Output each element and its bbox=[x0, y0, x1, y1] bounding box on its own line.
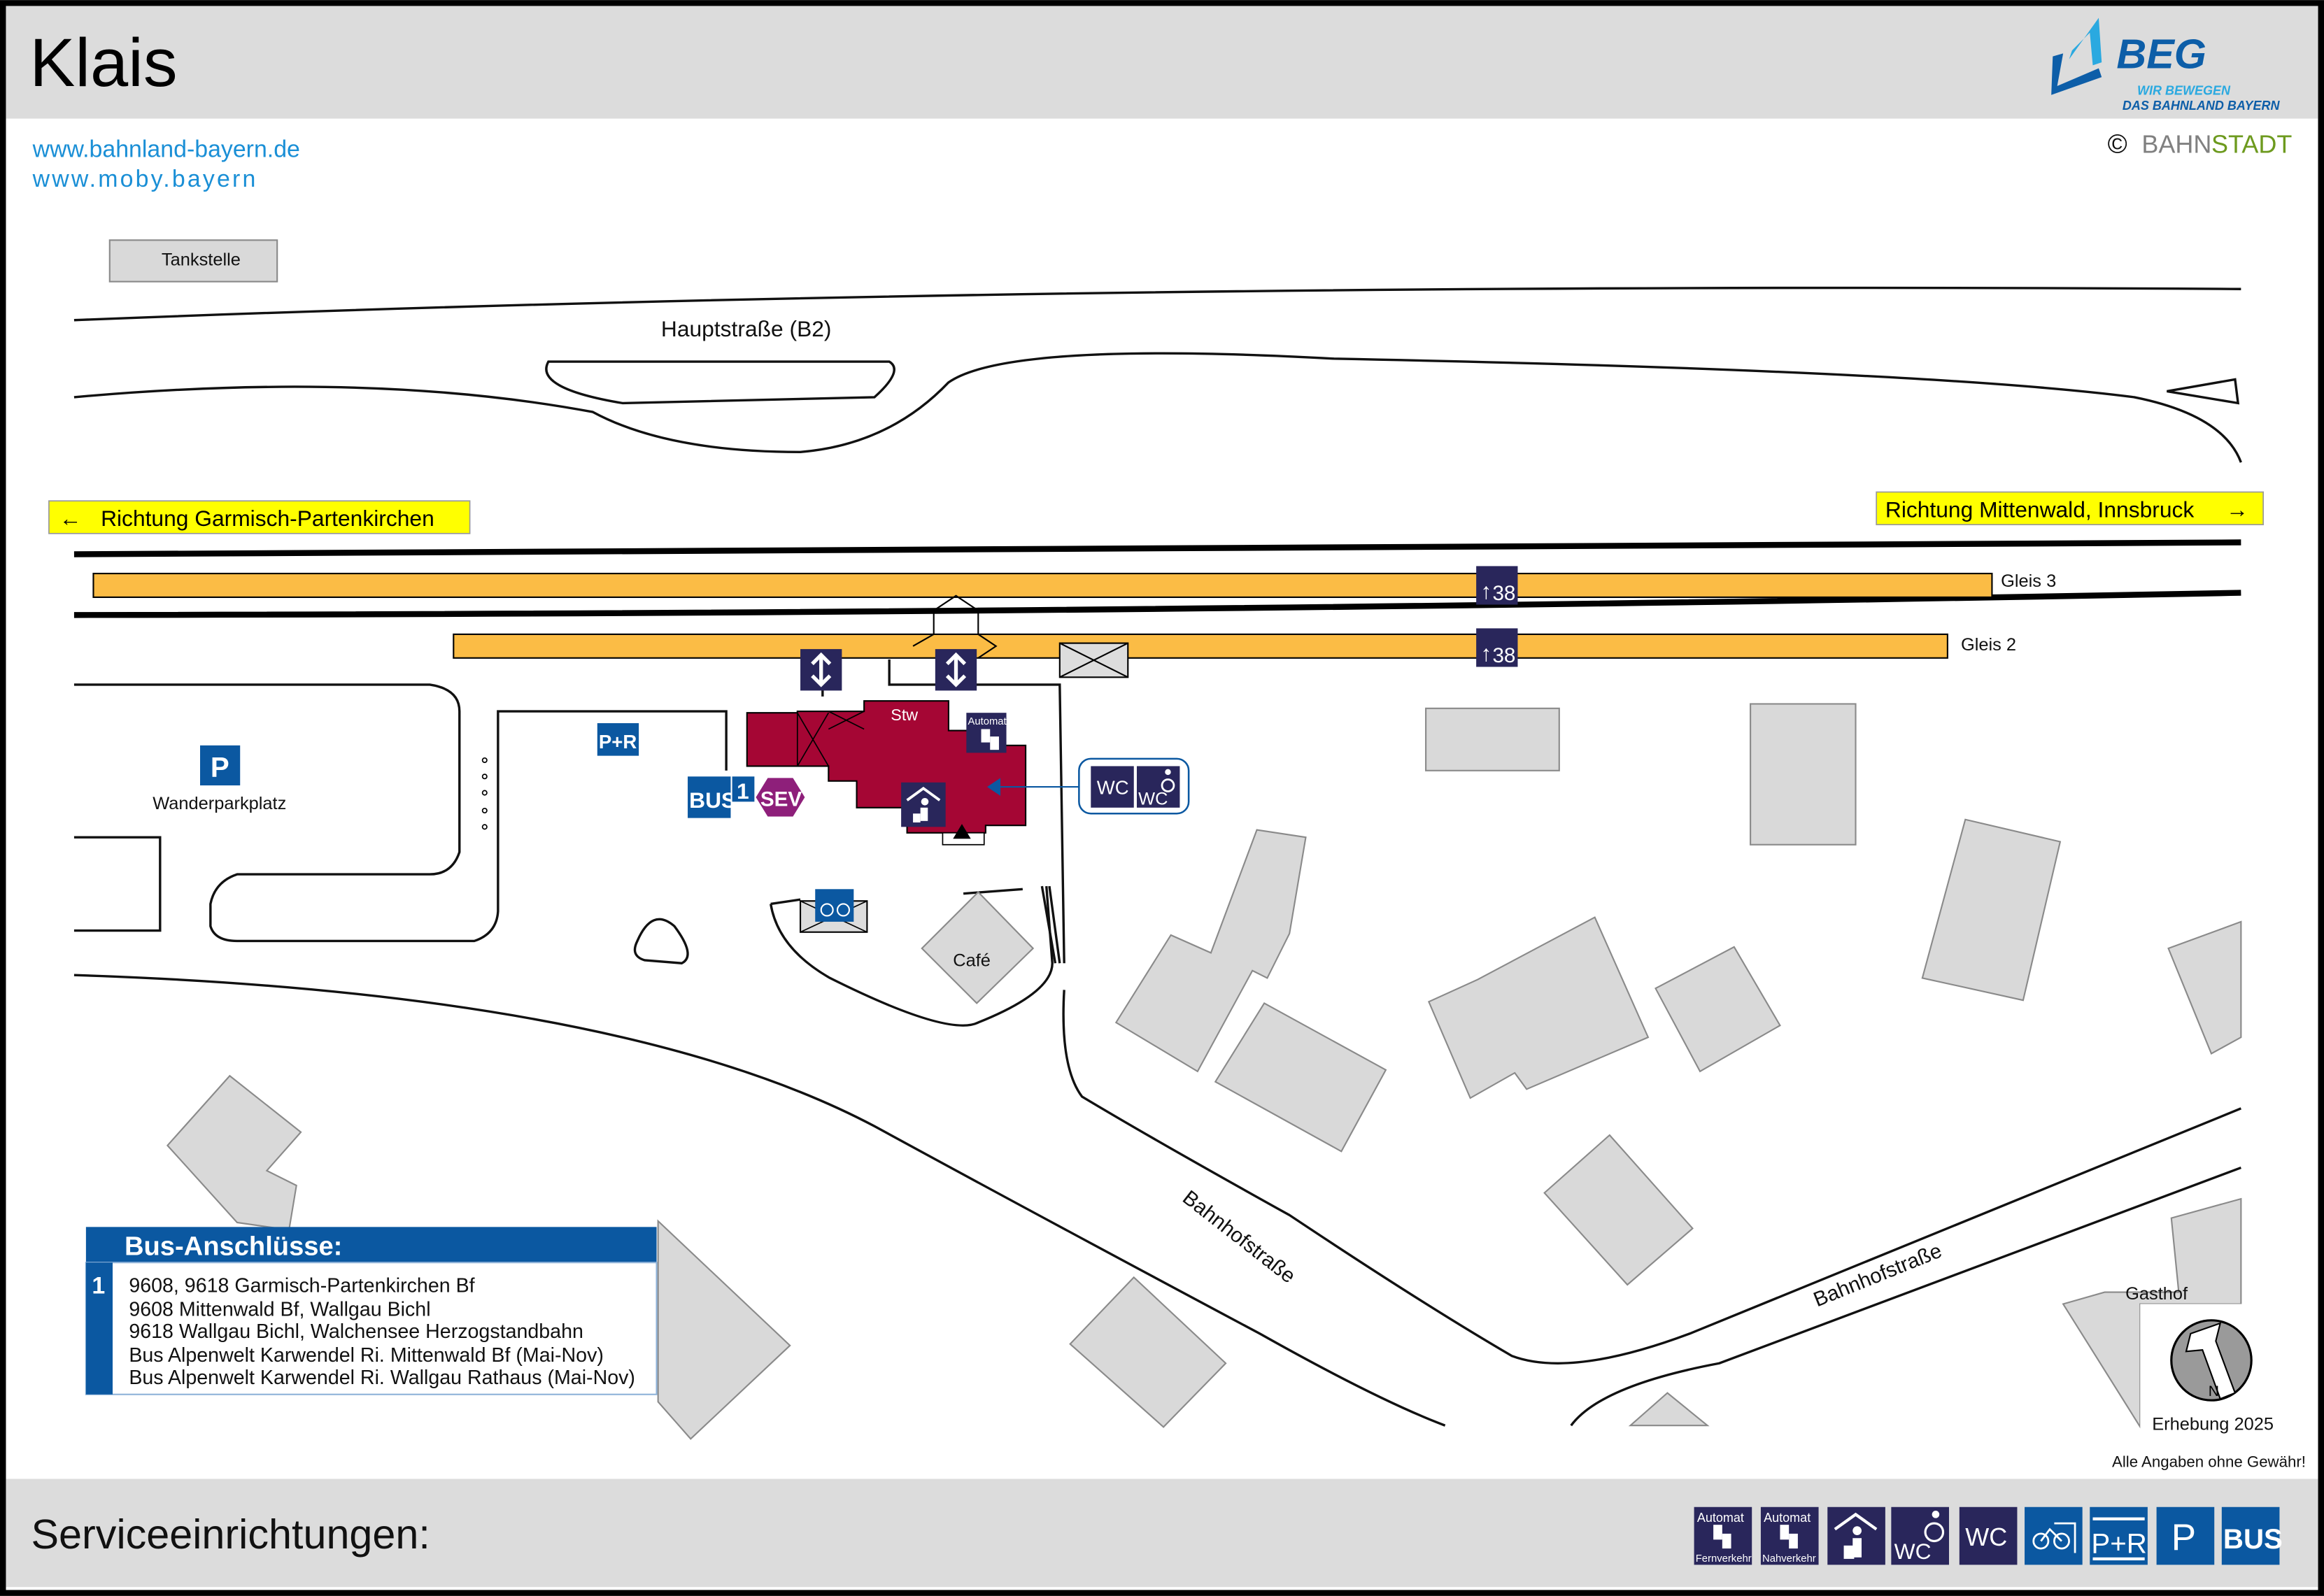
platform-gleis-3 bbox=[92, 572, 1993, 598]
svg-text:WC: WC bbox=[1894, 1539, 1932, 1564]
platform-gleis-2 bbox=[453, 633, 1948, 659]
bus-line-item: 9618 Wallgau Bichl, Walchensee Herzogsta… bbox=[129, 1320, 583, 1343]
svg-text:→: → bbox=[2226, 497, 2248, 522]
svg-text:WC: WC bbox=[1097, 777, 1129, 799]
svg-text:P+R: P+R bbox=[2091, 1527, 2146, 1559]
svg-text:BUS: BUS bbox=[2223, 1523, 2283, 1555]
stw-label: Stw bbox=[891, 706, 918, 724]
bus-connections-panel: Bus-Anschlüsse: 1 9608, 9618 Garmisch-Pa… bbox=[85, 1227, 658, 1395]
beg-logo: BEG WIR BEWEGEN DAS BAHNLAND BAYERN bbox=[2051, 17, 2281, 113]
ticket-machine-icon: Automat bbox=[966, 713, 1007, 753]
header-band bbox=[6, 6, 2318, 119]
wc-callout: WC WC bbox=[987, 757, 1190, 815]
svg-text:Fernverkehr: Fernverkehr bbox=[1696, 1553, 1752, 1565]
svg-text:WC: WC bbox=[1138, 790, 1168, 809]
gleis-3-label: Gleis 3 bbox=[2001, 571, 2056, 591]
bus-line-item: 9608 Mittenwald Bf, Wallgau Bichl bbox=[129, 1298, 430, 1320]
park-and-ride-sign: P+R bbox=[597, 723, 639, 756]
sev-sign: SEV bbox=[756, 778, 805, 817]
svg-text:↑: ↑ bbox=[1481, 641, 1492, 666]
bus-line-item: Bus Alpenwelt Karwendel Ri. Mittenwald B… bbox=[129, 1344, 604, 1367]
waiting-room-icon bbox=[1827, 1506, 1885, 1565]
wanderparkplatz-label: Wanderparkplatz bbox=[153, 794, 286, 813]
svg-text:←: ← bbox=[59, 506, 82, 531]
link-moby-bayern[interactable]: www.moby.bayern bbox=[32, 166, 258, 192]
bus-line-item: 9608, 9618 Garmisch-Partenkirchen Bf bbox=[129, 1275, 474, 1297]
svg-text:©: © bbox=[2108, 129, 2127, 159]
svg-text:Automat: Automat bbox=[968, 716, 1007, 727]
bus-stop-sign: BUS 1 bbox=[688, 776, 755, 818]
gleis-2-label: Gleis 2 bbox=[1961, 635, 2016, 655]
disclaimer: Alle Angaben ohne Gewähr! bbox=[2112, 1453, 2306, 1471]
hauptstrasse-label: Hauptstraße (B2) bbox=[661, 316, 832, 341]
km-marker-gleis2: ↑ 38 bbox=[1476, 628, 1518, 667]
svg-text:STADT: STADT bbox=[2211, 129, 2292, 158]
underpass-access bbox=[912, 594, 998, 659]
direction-sign-garmisch: ← Richtung Garmisch-Partenkirchen bbox=[48, 500, 471, 534]
elevator-icon-2 bbox=[935, 649, 977, 691]
automat-nahverkehr-icon: Automat Nahverkehr bbox=[1760, 1506, 1819, 1565]
bike-parking-icon bbox=[2025, 1506, 2083, 1565]
svg-text:Nahverkehr: Nahverkehr bbox=[1762, 1553, 1816, 1565]
bus-icon: BUS bbox=[2221, 1506, 2283, 1565]
svg-text:1: 1 bbox=[737, 778, 749, 804]
svg-text:WIR BEWEGEN: WIR BEWEGEN bbox=[2137, 84, 2231, 98]
page-title: Klais bbox=[29, 24, 177, 101]
svg-text:38: 38 bbox=[1492, 644, 1515, 667]
svg-text:↑: ↑ bbox=[1481, 578, 1492, 604]
parking-dots bbox=[481, 757, 488, 830]
svg-text:SEV: SEV bbox=[760, 788, 802, 811]
svg-text:Richtung Mittenwald, Innsbruck: Richtung Mittenwald, Innsbruck bbox=[1885, 497, 2195, 522]
bus-connections-title: Bus-Anschlüsse: bbox=[125, 1232, 342, 1262]
waiting-room-icon bbox=[901, 782, 946, 827]
track-3 bbox=[73, 539, 2241, 557]
bus-stop-number: 1 bbox=[92, 1273, 105, 1299]
svg-text:DAS BAHNLAND BAYERN: DAS BAHNLAND BAYERN bbox=[2123, 99, 2281, 113]
station-paths bbox=[73, 659, 2241, 1427]
svg-text:N: N bbox=[2209, 1383, 2219, 1399]
wc-icon: WC bbox=[1959, 1506, 2018, 1565]
cafe-label: Café bbox=[953, 950, 991, 970]
svg-text:38: 38 bbox=[1492, 582, 1515, 605]
svg-text:BEG: BEG bbox=[2116, 31, 2206, 78]
km-marker-gleis3: ↑ 38 bbox=[1476, 566, 1518, 605]
svg-text:P: P bbox=[2171, 1517, 2196, 1558]
bike-parking-sign bbox=[799, 889, 868, 933]
hauptstrasse-road bbox=[73, 286, 2242, 463]
services-title: Serviceeinrichtungen: bbox=[31, 1511, 430, 1558]
parking-sign: P bbox=[200, 745, 241, 785]
tankstelle-label: Tankstelle bbox=[162, 250, 241, 269]
svg-text:Automat: Automat bbox=[1697, 1511, 1744, 1525]
surrounding-buildings bbox=[166, 703, 2242, 1440]
tankstelle-building bbox=[108, 239, 278, 283]
parking-icon: P bbox=[2156, 1506, 2215, 1565]
svg-text:WC: WC bbox=[1965, 1523, 2007, 1551]
direction-sign-mittenwald: Richtung Mittenwald, Innsbruck → bbox=[1876, 491, 2264, 525]
track-2 bbox=[73, 590, 2241, 618]
svg-text:BUS: BUS bbox=[689, 788, 736, 813]
north-arrow-icon: N bbox=[2170, 1319, 2253, 1402]
svg-text:BAHN: BAHN bbox=[2141, 129, 2211, 158]
automat-fernverkehr-icon: Automat Fernverkehr bbox=[1694, 1506, 1752, 1565]
svg-text:P+R: P+R bbox=[599, 731, 637, 753]
gasthof-label: Gasthof bbox=[2125, 1284, 2188, 1304]
bus-line-item: Bus Alpenwelt Karwendel Ri. Wallgau Rath… bbox=[129, 1367, 635, 1389]
park-and-ride-icon: P+R bbox=[2090, 1506, 2148, 1565]
survey-year: Erhebung 2025 bbox=[2152, 1415, 2274, 1434]
svg-text:Automat: Automat bbox=[1764, 1511, 1811, 1525]
accessible-wc-icon: WC bbox=[1891, 1506, 1949, 1565]
svg-text:P: P bbox=[211, 751, 229, 783]
svg-text:Richtung Garmisch-Partenkirche: Richtung Garmisch-Partenkirchen bbox=[101, 506, 434, 531]
elevator-icon-1 bbox=[800, 649, 842, 691]
station-building: Stw bbox=[746, 700, 1027, 846]
services-legend: Automat Fernverkehr Automat Nahverkehr W… bbox=[1694, 1506, 2283, 1565]
bahnstadt-copyright: © BAHN STADT bbox=[2108, 129, 2293, 159]
link-bahnland-bayern[interactable]: www.bahnland-bayern.de bbox=[32, 136, 300, 163]
